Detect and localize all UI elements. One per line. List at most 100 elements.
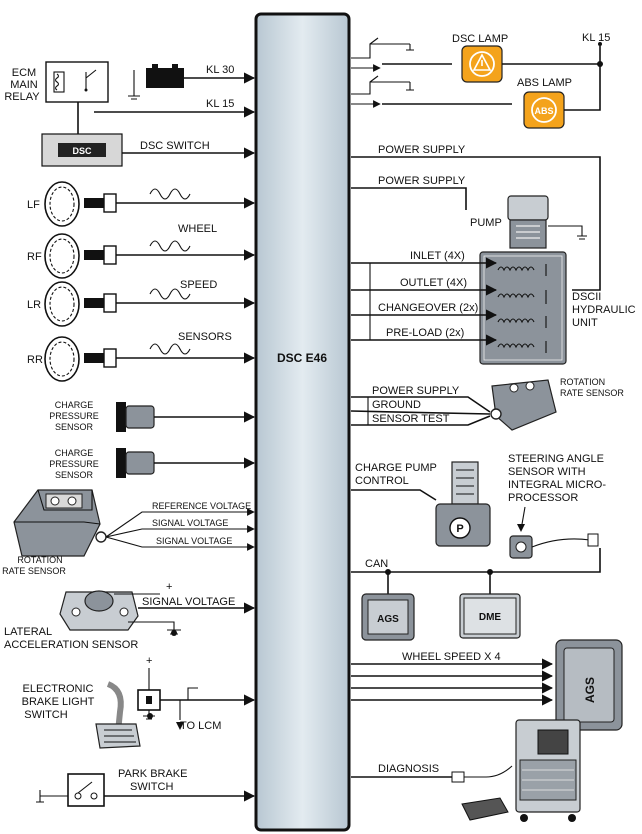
wheel-sensor-rf: RF	[27, 233, 117, 279]
power-supply-1-wire	[351, 156, 601, 291]
abs-lamp: ABS ABS LAMP	[517, 77, 572, 129]
rotation-left-line1: ROTATION	[17, 555, 62, 565]
diagnostic-tester	[461, 719, 581, 822]
hydraulic-unit: DSCII HYDRAULIC UNIT	[479, 251, 636, 365]
can-bus: CAN	[351, 548, 601, 594]
rotation-right-line1: ROTATION	[560, 377, 605, 387]
wheel-label-lf: LF	[27, 199, 40, 211]
power-supply-2-wire	[351, 187, 467, 210]
brake-light-switch: ELECTRONIC BRAKE LIGHT SWITCH +	[22, 655, 161, 749]
module-label: DSC E46	[277, 351, 327, 365]
wheel-signal-label-3: SENSORS	[178, 331, 232, 343]
rotation-signal-ground: GROUND	[372, 399, 421, 411]
lateral-label-line2: ACCELERATION SENSOR	[4, 639, 138, 651]
steering-line2: SENSOR WITH	[508, 466, 586, 478]
diagnosis-label: DIAGNOSIS	[378, 763, 439, 775]
abs-lamp-label: ABS LAMP	[517, 77, 572, 89]
wheel-label-lr: LR	[27, 299, 41, 311]
valve-wires: INLET (4X) OUTLET (4X) CHANGEOVER (2x) P…	[351, 250, 498, 346]
charge-pressure-sensor-1: CHARGE PRESSURE SENSOR	[49, 400, 155, 432]
rotation-left-signal-3: SIGNAL VOLTAGE	[156, 536, 232, 546]
wheel-sensor-lr: LR	[27, 281, 117, 327]
steering-line1: STEERING ANGLE	[508, 453, 604, 465]
valve-label-changeover: CHANGEOVER (2x)	[378, 302, 478, 314]
wheel-sensor-rr: RR	[27, 336, 117, 382]
lateral-plus: +	[166, 581, 172, 593]
lateral-wires: SIGNAL VOLTAGE	[114, 593, 256, 636]
rotation-signal-power: POWER SUPPLY	[372, 385, 460, 397]
brake-label-line1: ELECTRONIC	[23, 683, 94, 695]
dsc-lamp: DSC LAMP	[452, 33, 508, 83]
rotation-signal-test: SENSOR TEST	[372, 413, 450, 425]
brake-label-line2: BRAKE LIGHT	[22, 696, 95, 708]
cps1-line3: SENSOR	[55, 422, 94, 432]
dme-label: DME	[479, 612, 502, 623]
battery-icon	[128, 64, 184, 100]
park-brake-line1: PARK BRAKE	[118, 768, 188, 780]
charge-pump-wire	[351, 489, 437, 501]
lateral-signal-label: SIGNAL VOLTAGE	[142, 596, 235, 608]
steering-line3: INTEGRAL MICRO-	[508, 479, 606, 491]
hydraulic-label-line1: DSCII	[572, 291, 601, 303]
dsc-switch-label: DSC SWITCH	[140, 140, 210, 152]
pump-label: PUMP	[470, 217, 502, 229]
valve-label-outlet: OUTLET (4X)	[400, 277, 467, 289]
ags-module-large: AGS	[555, 639, 623, 731]
ags-small-label: AGS	[377, 614, 399, 625]
brake-label-line3: SWITCH	[24, 709, 67, 721]
wheel-signal-label-1: WHEEL	[178, 223, 217, 235]
valve-label-preload: PRE-LOAD (2x)	[386, 327, 464, 339]
cps1-line1: CHARGE	[55, 400, 94, 410]
valve-label-inlet: INLET (4X)	[410, 250, 465, 262]
charge-pressure-sensor-2: CHARGE PRESSURE SENSOR	[49, 448, 155, 480]
lamp-driver-switches	[351, 37, 512, 108]
park-brake-line2: SWITCH	[130, 781, 173, 793]
brake-wires: TO LCM	[143, 668, 256, 732]
steering-line4: PROCESSOR	[508, 492, 578, 504]
wheel-signal-label-2: SPEED	[180, 279, 217, 291]
lateral-label-line1: LATERAL	[4, 626, 52, 638]
dsc-switch: DSC DSC SWITCH	[41, 133, 210, 167]
rotation-left-signal-1: REFERENCE VOLTAGE	[152, 501, 251, 511]
abs-badge: ABS	[534, 106, 553, 116]
ecm-relay-label-line3: RELAY	[4, 91, 40, 103]
kl15-lamp-supply: KL 15	[502, 32, 610, 111]
power-supply-2-label: POWER SUPPLY	[378, 175, 466, 187]
dme-module: DME	[459, 593, 521, 639]
hydraulic-label-line2: HYDRAULIC	[572, 304, 636, 316]
to-lcm-label: TO LCM	[180, 720, 221, 732]
dsc-control-module: DSC E46	[254, 12, 351, 832]
ecm-relay-label-line1: ECM	[12, 67, 36, 79]
charge-pump: P CHARGE PUMP CONTROL	[355, 461, 491, 547]
wheel-speed-outputs: WHEEL SPEED X 4	[351, 651, 554, 706]
rotation-rate-sensor-left: ROTATION RATE SENSOR	[2, 489, 107, 576]
pump-motor: PUMP	[470, 195, 587, 249]
rotation-left-signal-2: SIGNAL VOLTAGE	[152, 518, 228, 528]
kl15-right-label: KL 15	[582, 32, 610, 44]
power-supply-1-label: POWER SUPPLY	[378, 144, 466, 156]
kl30-label: KL 30	[206, 64, 234, 76]
kl15-label: KL 15	[206, 98, 234, 110]
charge-pump-line2: CONTROL	[355, 475, 409, 487]
steering-angle-sensor: STEERING ANGLE SENSOR WITH INTEGRAL MICR…	[508, 453, 606, 559]
cps2-line1: CHARGE	[55, 448, 94, 458]
charge-pump-badge: P	[456, 523, 463, 535]
wheel-speed-label: WHEEL SPEED X 4	[402, 651, 501, 663]
dsc-lamp-label: DSC LAMP	[452, 33, 508, 45]
diagnosis-line: DIAGNOSIS	[351, 763, 513, 783]
ecm-main-relay: ECM MAIN RELAY	[4, 61, 109, 103]
charge-pump-line1: CHARGE PUMP	[355, 462, 437, 474]
hydraulic-label-line3: UNIT	[572, 317, 598, 329]
wheel-signal-wires: WHEEL SPEED SENSORS	[116, 188, 256, 364]
cps1-line2: PRESSURE	[49, 411, 99, 421]
cps2-line2: PRESSURE	[49, 459, 99, 469]
rotation-left-line2: RATE SENSOR	[2, 566, 66, 576]
park-brake-switch: PARK BRAKE SWITCH	[36, 768, 188, 807]
cps2-line3: SENSOR	[55, 470, 94, 480]
wheel-label-rr: RR	[27, 354, 43, 366]
wheel-label-rf: RF	[27, 251, 42, 263]
rotation-left-wires: REFERENCE VOLTAGE SIGNAL VOLTAGE SIGNAL …	[105, 501, 255, 551]
wheel-sensor-lf: LF	[27, 181, 117, 227]
can-label: CAN	[365, 558, 388, 570]
